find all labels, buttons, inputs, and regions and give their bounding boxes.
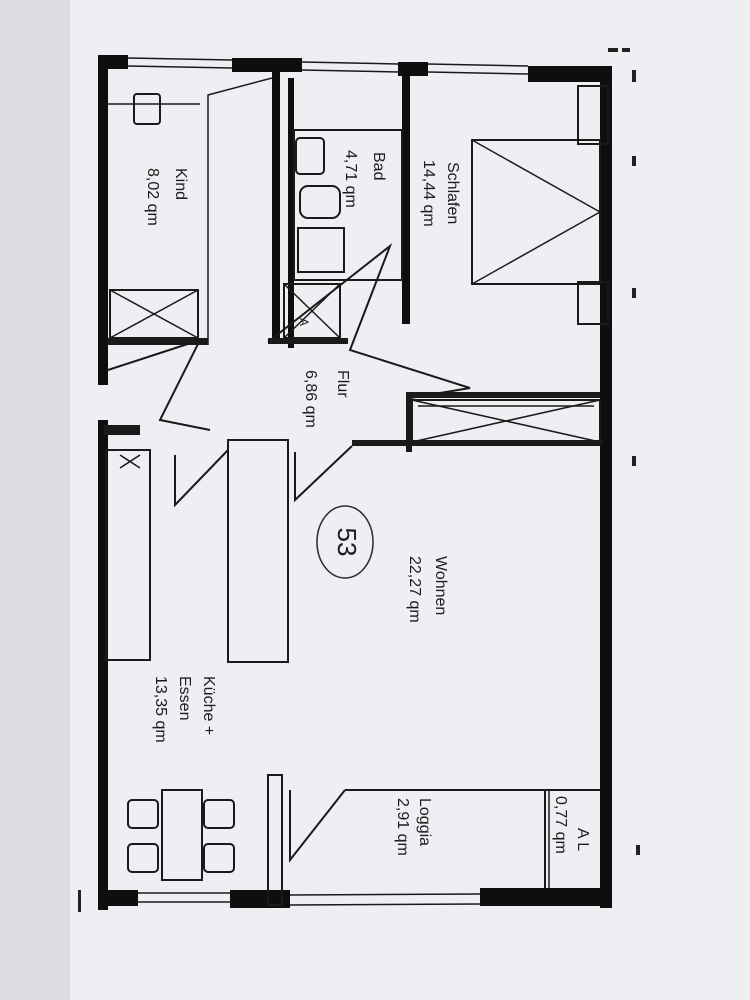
room-kueche-name2: Essen <box>176 676 193 720</box>
bed <box>471 85 609 325</box>
wardrobes <box>109 289 601 443</box>
wall-top-b <box>232 58 302 72</box>
wall-top-c <box>398 62 428 76</box>
doors <box>107 77 471 863</box>
kind-furniture <box>108 93 200 125</box>
exterior-walls <box>98 55 612 910</box>
room-al-area: 0,77 qm <box>552 796 569 854</box>
room-schlafen-area: 14,44 qm <box>420 160 437 227</box>
wall-bad-inner <box>288 78 294 348</box>
room-loggia-area: 2,91 qm <box>394 798 411 856</box>
room-kueche-area: 13,35 qm <box>152 676 169 743</box>
chair-3 <box>203 799 235 829</box>
washing-machine <box>297 227 345 273</box>
wall-kind-bottom <box>108 338 208 345</box>
kitchen-counter <box>105 449 151 661</box>
chair-1 <box>127 799 159 829</box>
room-al-name: A L <box>574 828 591 851</box>
wall-bottom-a <box>98 890 138 906</box>
windows-top <box>127 57 529 75</box>
bathtub <box>293 129 403 281</box>
dining-table <box>161 789 203 881</box>
chair-2 <box>127 843 159 873</box>
shower-mark: A <box>297 318 311 326</box>
room-bad-name: Bad <box>370 152 387 180</box>
nightstand-bottom <box>577 281 609 325</box>
room-wohnen-name: Wohnen <box>432 556 449 615</box>
nightstand-top <box>577 85 609 145</box>
unit-circle <box>316 505 374 579</box>
wall-left-lower <box>98 420 108 910</box>
door-kind-swing <box>107 338 211 431</box>
wall-bottom-b <box>230 890 290 908</box>
wall-right <box>600 68 612 908</box>
wall-bottom-c <box>480 888 612 906</box>
wall-left-upper <box>98 55 108 385</box>
windows-bottom <box>138 892 481 906</box>
shower <box>283 283 341 339</box>
bad-fixtures: A <box>283 129 403 339</box>
wall-schlafen-door-post <box>406 392 412 452</box>
unit-marker: 53 <box>316 505 374 579</box>
door-bad-swing <box>267 242 471 399</box>
scan-marks <box>78 48 640 912</box>
room-loggia-name: Loggia <box>416 798 433 846</box>
door-kind-window <box>207 77 273 345</box>
room-wohnen-area: 22,27 qm <box>406 556 423 623</box>
room-kueche-name: Küche + <box>200 676 217 735</box>
unit-number: 53 <box>332 528 362 557</box>
wall-top-d <box>528 66 612 82</box>
room-labels: Kind 8,02 qm Bad 4,71 qm Schlafen 14,44 … <box>144 150 591 856</box>
wall-bad-bottom <box>268 338 348 344</box>
room-kind-name: Kind <box>172 168 189 200</box>
wall-bad-schlafen <box>402 74 410 324</box>
chair-4 <box>203 843 235 873</box>
room-kind-area: 8,02 qm <box>144 168 161 226</box>
wardrobe-schlafen <box>411 399 601 443</box>
toilet <box>299 185 341 219</box>
door-loggia-swing <box>289 789 346 863</box>
kitchen-island <box>227 439 289 663</box>
room-bad-area: 4,71 qm <box>342 150 359 208</box>
room-flur-name: Flur <box>334 370 351 398</box>
wall-kueche-top <box>104 425 140 435</box>
chair-kind <box>133 93 161 125</box>
wall-kind-bad <box>272 72 280 342</box>
wall-top-a <box>98 55 128 69</box>
room-schlafen-name: Schlafen <box>444 162 461 224</box>
wall-loggia-left <box>267 774 283 906</box>
room-flur-area: 6,86 qm <box>302 370 319 428</box>
dining-set <box>127 789 235 881</box>
washbasin <box>295 137 325 175</box>
door-kueche-swing <box>174 449 229 508</box>
wall-schlafen-bottom <box>410 392 600 398</box>
kitchen <box>105 439 289 663</box>
wardrobe-kind <box>109 289 199 339</box>
door-wohnen-swing <box>294 445 353 503</box>
paper-shadow <box>0 0 70 1000</box>
